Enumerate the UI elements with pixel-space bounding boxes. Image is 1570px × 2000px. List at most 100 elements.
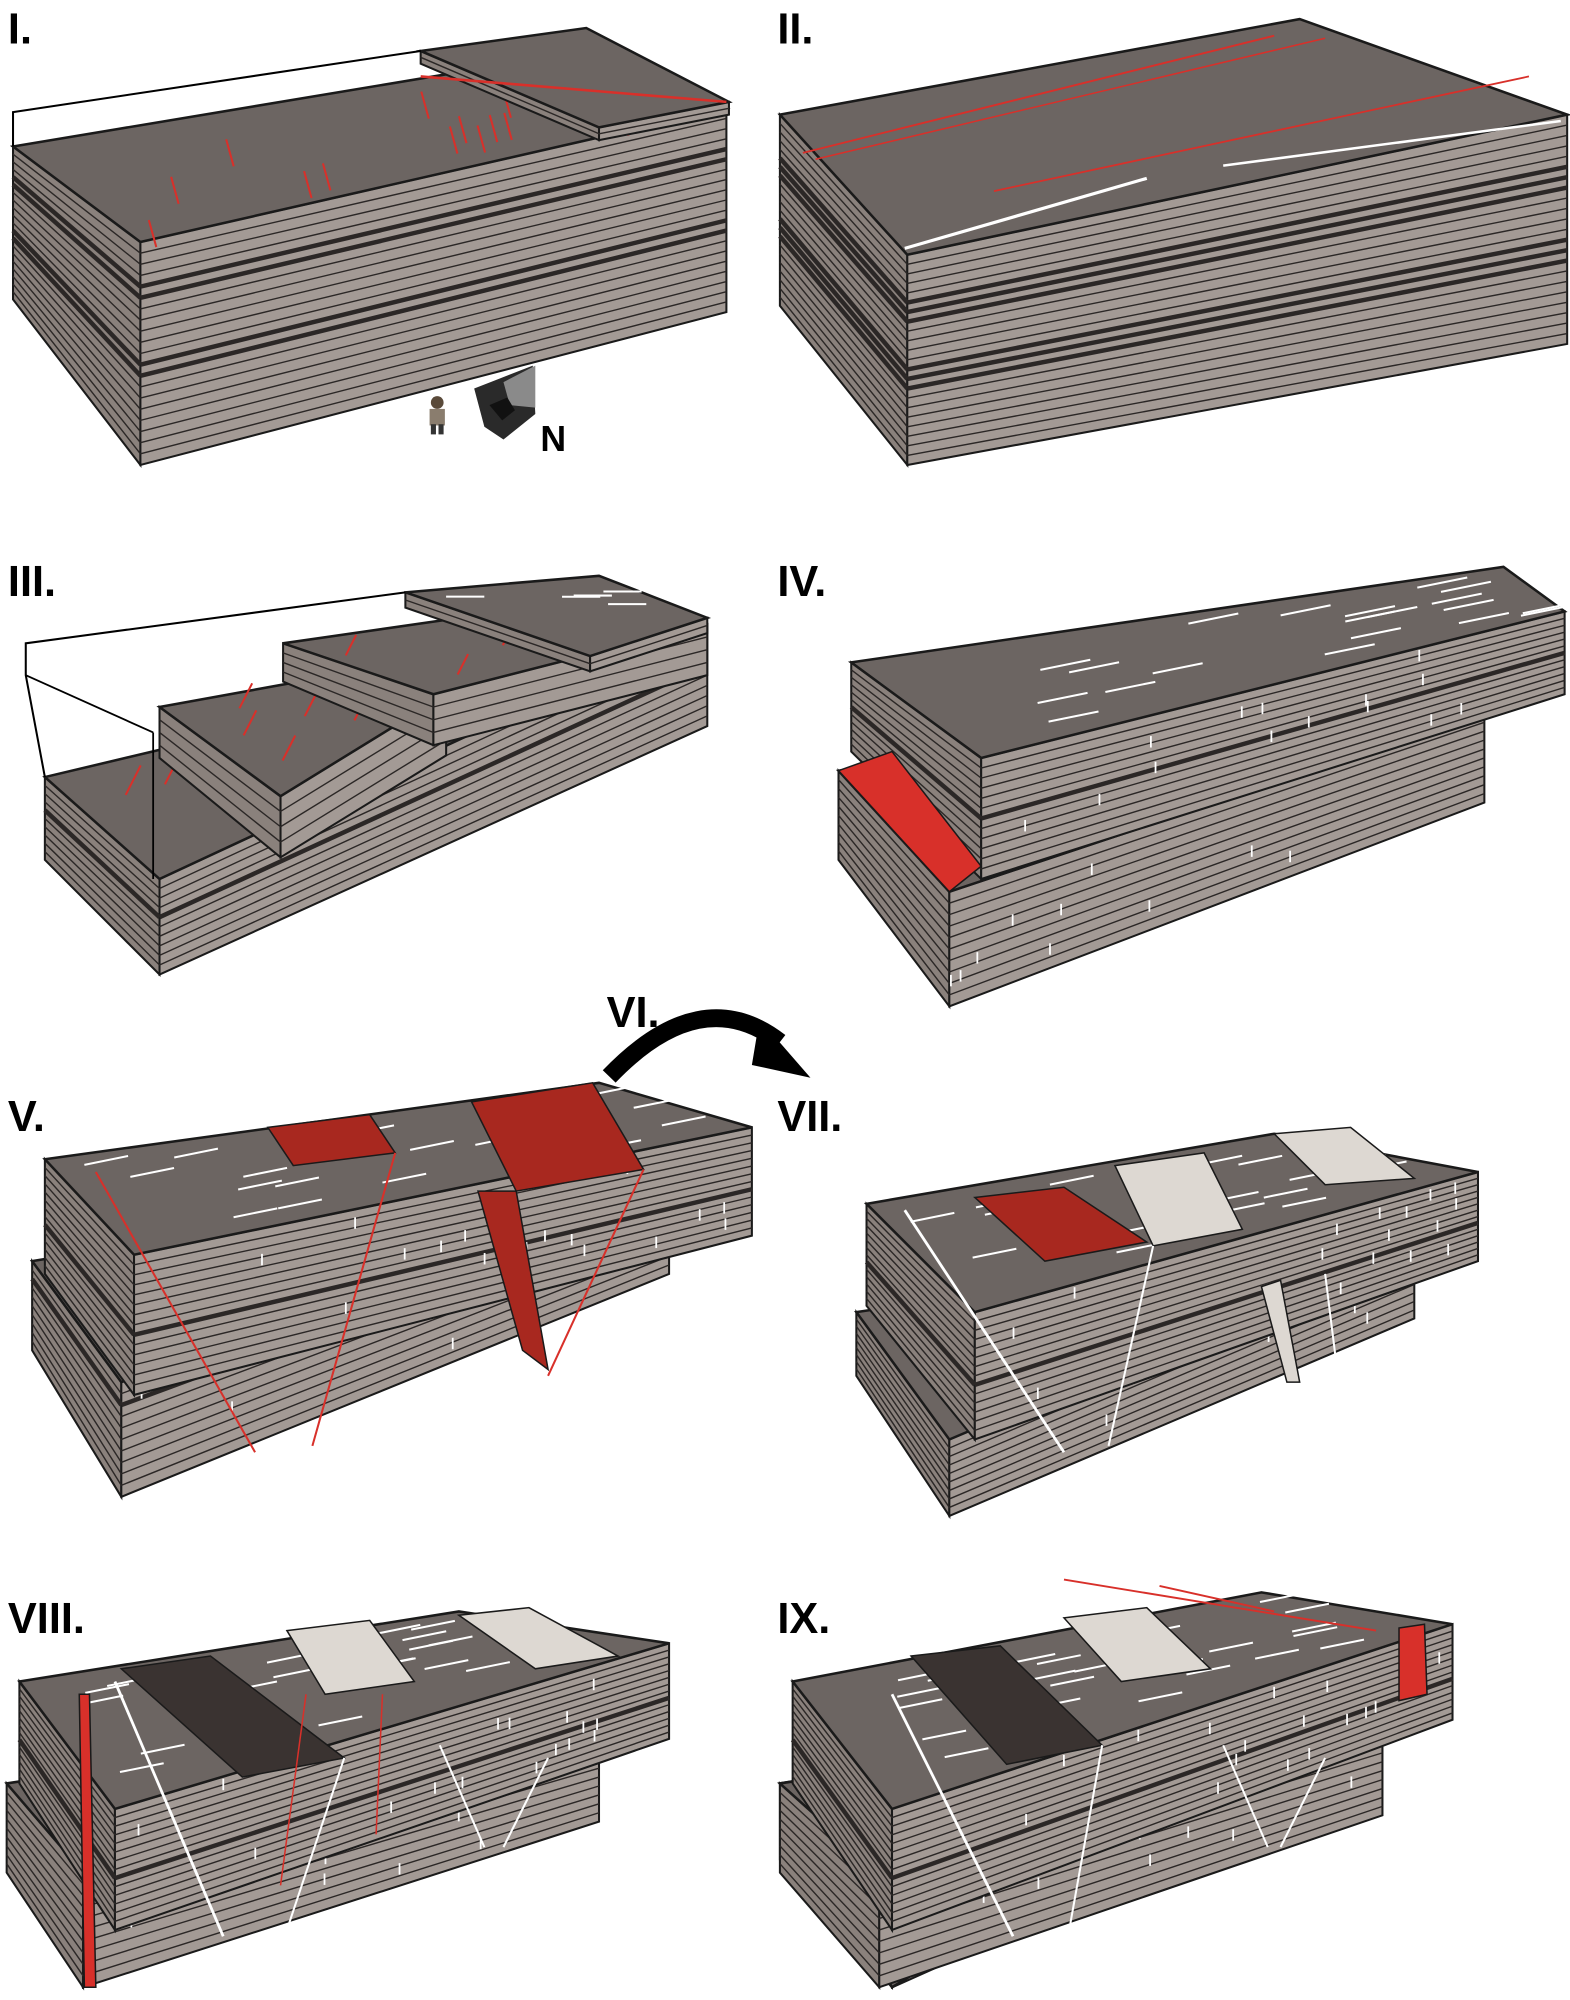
bedding-line: [865, 1298, 976, 1431]
bedding-line: [121, 1246, 670, 1464]
bedding-line: [837, 823, 950, 961]
red-fault-zone: [837, 750, 983, 893]
fracture-line: [972, 1247, 1017, 1259]
removed-volume-outline: [24, 591, 406, 778]
bedding-line: [779, 279, 908, 437]
bedding-line: [114, 1683, 670, 1862]
bedding-line: [907, 311, 1568, 437]
fracture-line: [1011, 1652, 1056, 1664]
bedding-line: [891, 1644, 1453, 1836]
bedding-line: [18, 1753, 116, 1896]
block-models: [4, 17, 1570, 1991]
bedding-line: [30, 1277, 124, 1407]
fracture-line: [1443, 598, 1494, 611]
overlays: [12, 34, 1561, 1989]
bedding-line: [31, 1332, 122, 1475]
fracture-line: [1238, 1154, 1283, 1166]
bedding-line: [855, 1361, 950, 1500]
bedding-line: [18, 1717, 116, 1853]
bedding-line: [18, 1768, 116, 1914]
bedding-line: [18, 1761, 116, 1905]
bedding-line: [12, 283, 141, 444]
bedding-line: [779, 1845, 880, 1954]
bedding-line: [974, 1203, 1479, 1359]
fracture-line: [318, 1715, 363, 1727]
bedding-line: [866, 1225, 976, 1340]
bedding-line: [974, 1235, 1479, 1404]
bedding-line: [12, 207, 141, 332]
bedding-line: [949, 775, 1485, 973]
bedding-line: [280, 739, 447, 843]
bedding-line: [114, 1695, 670, 1881]
fracture-line: [815, 37, 1326, 160]
fracture-line: [903, 1209, 1066, 1453]
bedding-line: [837, 832, 950, 973]
bedding-line: [44, 842, 161, 956]
bedding-line: [850, 721, 982, 840]
bedding-line: [980, 672, 1565, 850]
fracture-line: [1036, 1654, 1081, 1666]
panel-label-iii: III.: [8, 558, 56, 606]
bedding-line: [891, 1712, 1453, 1922]
fracture-line: [275, 1176, 320, 1188]
bedding-line: [18, 1746, 116, 1888]
bedding-line: [949, 757, 1485, 950]
bedding-line: [779, 183, 908, 332]
fracture-line: [1223, 119, 1561, 167]
bedding-line: [44, 1183, 135, 1286]
bedding-line: [949, 721, 1485, 904]
fracture-line: [1063, 1578, 1377, 1632]
fracture-line: [993, 75, 1530, 192]
fracture-line: [1263, 1187, 1308, 1199]
fracture-line: [1049, 1174, 1094, 1186]
bedding-line: [980, 650, 1566, 821]
fracture-line: [321, 163, 332, 191]
bedding-line: [865, 1290, 976, 1422]
bedding-line: [907, 332, 1568, 457]
bedding-line: [891, 1637, 1453, 1827]
fracture-line: [237, 1179, 283, 1191]
fracture-line: [1324, 643, 1375, 656]
bedding-line: [133, 1227, 753, 1386]
bedding-line: [891, 1671, 1453, 1871]
bedding-line: [12, 153, 141, 254]
bedding-line: [17, 1738, 117, 1880]
fracture-line: [1345, 610, 1396, 623]
bedding-line: [140, 199, 727, 344]
bedding-line: [906, 258, 1568, 391]
cemented-fault-band: [1272, 1126, 1417, 1186]
bedding-line: [6, 1845, 84, 1954]
fracture-line: [1285, 1602, 1330, 1614]
bedding-line: [114, 1663, 670, 1836]
bedding-line: [44, 1248, 135, 1366]
bedding-line: [140, 260, 727, 410]
bedding-line: [779, 287, 908, 447]
panel-label-ix: IX.: [777, 1595, 830, 1643]
fracture-line: [488, 114, 499, 143]
bedding-line: [12, 168, 141, 277]
bedding-line: [139, 228, 727, 378]
bedding-line: [855, 1318, 950, 1449]
bedding-line: [44, 1175, 135, 1276]
bedding-line: [133, 1219, 753, 1376]
fracture-line: [1048, 710, 1099, 723]
bedding-line: [949, 766, 1485, 962]
fracture-line: [238, 682, 254, 709]
bedding-line: [792, 1724, 893, 1862]
fracture-line: [1431, 592, 1482, 605]
bedding-line: [949, 1292, 1415, 1492]
fracture-line: [311, 1152, 397, 1447]
bedding-line: [855, 1347, 950, 1483]
fracture-line: [1107, 1245, 1155, 1447]
bedding-line: [114, 1724, 670, 1914]
bedding-line: [31, 1269, 122, 1395]
bedding-line: [6, 1818, 84, 1919]
bedding-line: [12, 199, 141, 321]
bedding-line: [974, 1196, 1479, 1350]
fracture-line: [438, 1744, 486, 1848]
bedding-line: [779, 1836, 880, 1942]
bedding-line: [855, 1325, 950, 1457]
bedding-line: [159, 674, 708, 928]
bedding-line: [159, 744, 281, 843]
bedding-line: [855, 1332, 950, 1466]
